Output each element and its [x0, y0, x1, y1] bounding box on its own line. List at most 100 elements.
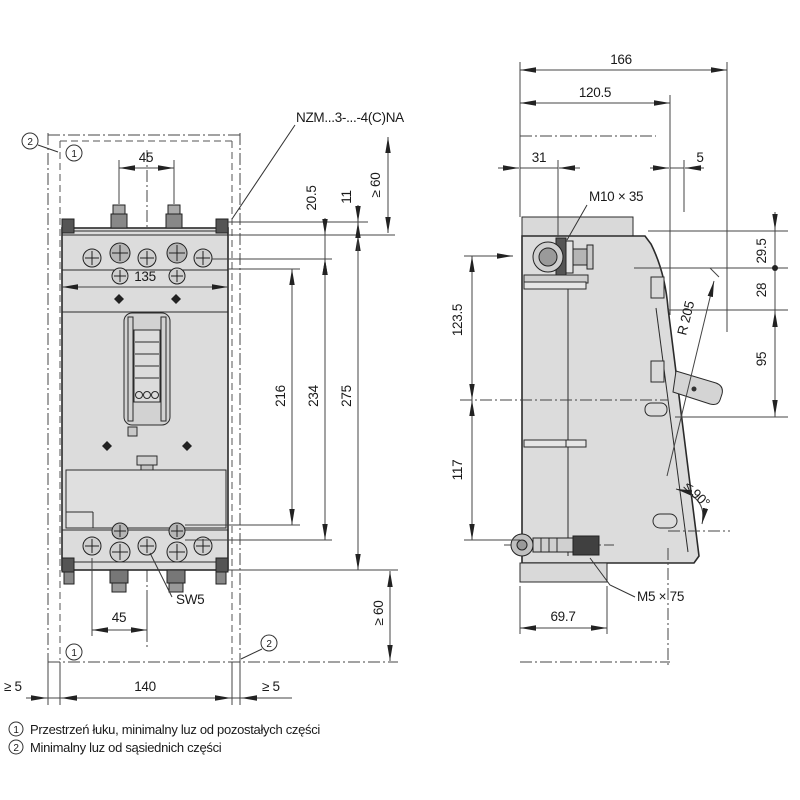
side-bottom-boundary	[520, 548, 670, 666]
dim-117: 117	[450, 400, 520, 541]
dim-135-label: 135	[134, 269, 156, 284]
callout-1-top-label: 1	[71, 149, 77, 160]
dim-216-label: 216	[273, 385, 288, 407]
dim-216: 216	[273, 269, 295, 525]
front-clip-lower	[650, 360, 665, 383]
callout-1-top: 1	[65, 144, 83, 162]
m10-bolt	[532, 237, 594, 277]
dim-120-5-label: 120.5	[579, 85, 611, 100]
side-view: 166 120.5 31 5 M10 × 35	[450, 52, 788, 666]
dim-29-5: 29.5	[754, 212, 778, 417]
vent-slot-top	[523, 281, 587, 290]
dim-275: 275	[339, 222, 361, 570]
callout-2-bottom: 2	[240, 634, 278, 660]
dim-45-bottom: 45	[91, 558, 148, 636]
dim-275-label: 275	[339, 385, 354, 407]
dim-123-5-label: 123.5	[450, 304, 465, 336]
dim-234: 234	[306, 259, 328, 540]
m5-screw	[504, 533, 614, 557]
footnote-2-marker: 2	[13, 743, 19, 754]
lower-terminal-cover	[65, 469, 227, 529]
dim-95: 95	[754, 352, 778, 416]
mounting-hole-marks	[102, 294, 192, 451]
footnote-2-text: Minimalny luz od sąsiednich części	[30, 740, 222, 755]
r205-label: R 205	[674, 300, 697, 337]
dim-166-label: 166	[610, 52, 632, 67]
m5-label-group: M5 × 75	[589, 557, 684, 604]
m10-label: M10 × 35	[589, 189, 643, 204]
dim-junction-dot	[772, 265, 778, 271]
dim-31: 31	[498, 150, 580, 237]
front-view: 2 1 1 2	[4, 110, 404, 705]
dim-69-7-label: 69.7	[550, 609, 575, 624]
model-label: NZM...3-...-4(C)NA	[296, 110, 404, 125]
dim-5: 5	[650, 150, 704, 212]
dim-120-5: 120.5	[520, 85, 671, 315]
m10-label-group: M10 × 35	[566, 189, 644, 241]
dim-117-label: 117	[450, 460, 465, 481]
bottom-bracket-right	[215, 557, 229, 573]
m5-label: M5 × 75	[637, 589, 684, 604]
side-base-block	[519, 562, 608, 583]
bottom-bracket-left	[61, 557, 75, 573]
clearance-boundary-lines	[47, 133, 398, 705]
breaker-front-body	[61, 204, 229, 593]
callout-2-top-label: 2	[27, 137, 33, 148]
callout-1-bottom: 1	[65, 643, 83, 661]
dim-ge60-top: ≥ 60	[368, 137, 391, 233]
dim-ge5-right-label: ≥ 5	[262, 679, 280, 694]
footnote-1-marker: 1	[13, 725, 19, 736]
top-bracket-left	[61, 218, 75, 234]
footnote-1-text: Przestrzeń łuku, minimalny luz od pozost…	[30, 722, 320, 737]
dim-45-bottom-label: 45	[112, 610, 126, 625]
dim-11-label: 11	[339, 190, 354, 203]
top-terminal-stud-left	[110, 204, 128, 229]
dim-bottom-chain: ≥ 5 140 ≥ 5	[4, 662, 292, 705]
callout-2-top: 2	[21, 132, 59, 153]
side-reference-lines	[634, 230, 788, 418]
dim-135: 135	[62, 269, 228, 290]
escutcheon-slot	[644, 402, 668, 417]
dim-29-5-label: 29.5	[754, 238, 769, 263]
dim-5-label: 5	[696, 150, 703, 165]
footnotes: 1 Przestrzeń łuku, minimalny luz od pozo…	[8, 721, 321, 755]
sw5-label-group: SW5	[149, 552, 205, 607]
side-toggle-handle	[672, 370, 723, 405]
bottom-terminal-screws	[82, 522, 213, 563]
trip-button	[127, 426, 138, 437]
callout-1-bottom-label: 1	[71, 648, 77, 659]
top-terminal-stud-right	[165, 204, 183, 229]
dim-20-5: 20.5	[304, 185, 328, 276]
dim-ge5-left-label: ≥ 5	[4, 679, 22, 694]
front-clip-upper	[650, 276, 665, 299]
dim-69-7: 69.7	[519, 586, 608, 634]
bottom-terminal-stud-right	[166, 569, 186, 593]
footnote-2: 2 Minimalny luz od sąsiednich części	[8, 739, 222, 755]
dim-45-top-label: 45	[139, 150, 153, 165]
footnote-1: 1 Przestrzeń łuku, minimalny luz od pozo…	[8, 721, 321, 737]
callout-2-bottom-label: 2	[266, 639, 272, 650]
dim-45-top: 45	[118, 150, 175, 204]
dim-234-label: 234	[306, 384, 321, 406]
top-terminal-screws	[82, 242, 213, 285]
dim-95-label: 95	[754, 352, 769, 366]
dim-166: 166	[519, 52, 728, 332]
top-bracket-right	[215, 218, 229, 234]
side-top-cap	[521, 216, 634, 237]
front-reference-lines	[185, 221, 398, 571]
toggle-recess	[123, 312, 171, 426]
dim-140-label: 140	[134, 679, 156, 694]
dim-28-label: 28	[754, 283, 769, 297]
dim-ge60-bottom-label: ≥ 60	[371, 601, 386, 626]
dim-31-label: 31	[532, 150, 546, 165]
dim-20-5-label: 20.5	[304, 185, 319, 210]
vent-slot-bottom	[523, 439, 587, 448]
dim-ge60-bottom: ≥ 60	[371, 571, 393, 661]
dim-11: 11	[339, 190, 361, 252]
sw5-label: SW5	[176, 592, 204, 607]
dim-28: 28	[754, 283, 778, 327]
dim-123-5: 123.5	[450, 253, 513, 400]
dim-ge60-top-label: ≥ 60	[368, 173, 383, 198]
